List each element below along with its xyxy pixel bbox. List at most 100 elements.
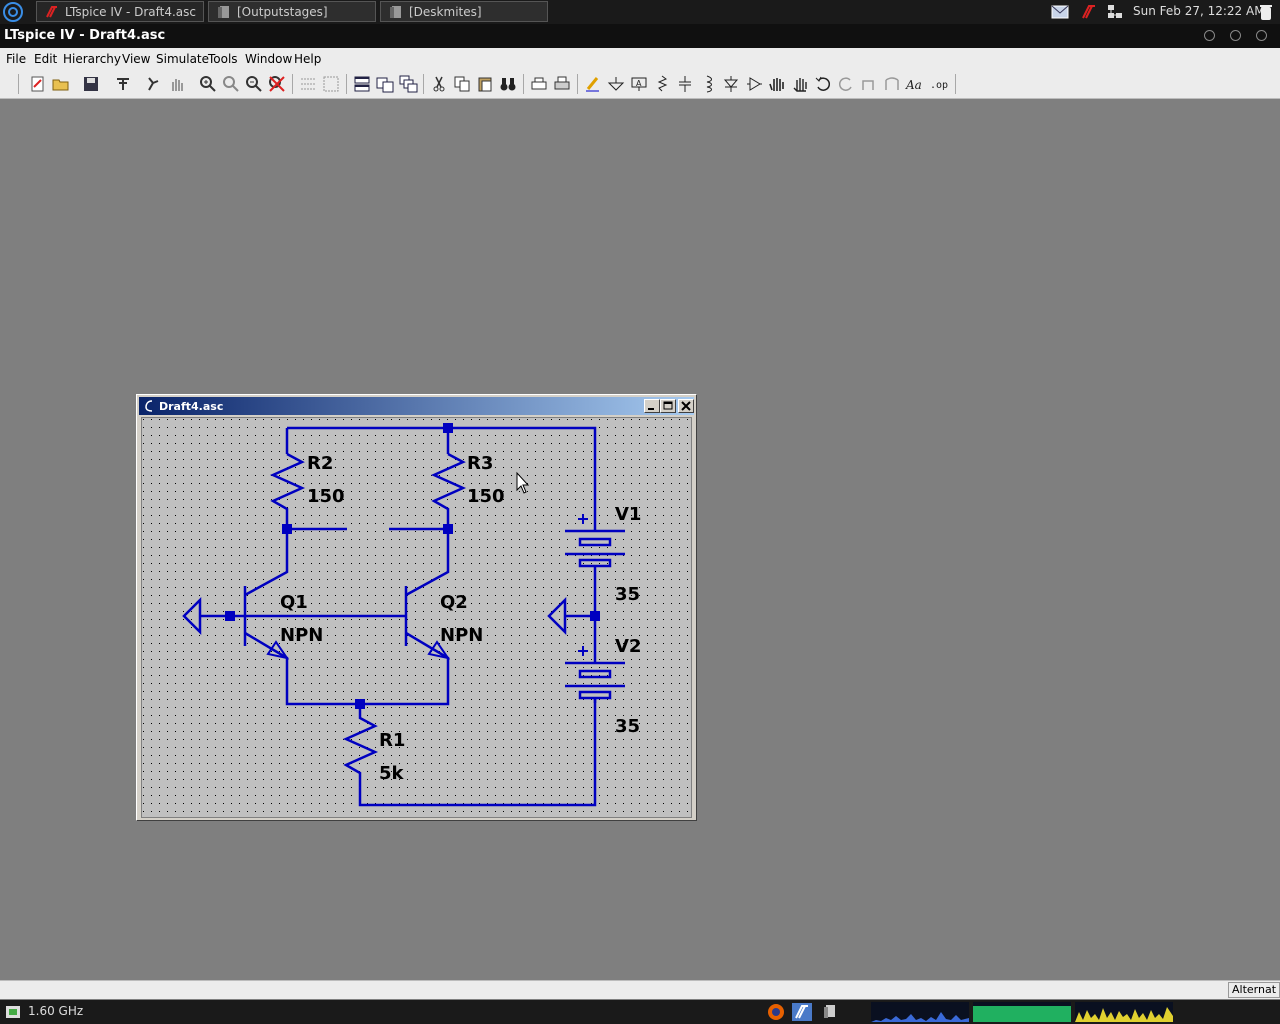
mdi-minimize-button[interactable] xyxy=(644,399,660,413)
schematic-canvas[interactable]: R2 150 R3 150 Q1 NPN Q2 NPN V1 35 V2 35 … xyxy=(141,417,692,818)
save-icon[interactable] xyxy=(81,74,101,94)
resistor-icon[interactable] xyxy=(652,74,672,94)
trash-icon[interactable] xyxy=(1256,2,1276,22)
schematic-drawing[interactable]: R2 150 R3 150 Q1 NPN Q2 NPN V1 35 V2 35 … xyxy=(142,418,691,817)
r3-name[interactable]: R3 xyxy=(467,453,493,474)
v2-value[interactable]: 35 xyxy=(615,716,640,737)
v1-name[interactable]: V1 xyxy=(615,504,641,525)
q1-name[interactable]: Q1 xyxy=(280,592,308,613)
label-net-icon[interactable]: A xyxy=(629,74,649,94)
autorange-icon[interactable] xyxy=(298,74,318,94)
control-panel-icon[interactable] xyxy=(113,74,133,94)
zoom-out-icon[interactable] xyxy=(244,74,264,94)
cut-icon[interactable] xyxy=(429,74,449,94)
r3-value[interactable]: 150 xyxy=(467,486,505,507)
r1-name[interactable]: R1 xyxy=(379,730,405,751)
grid-icon[interactable] xyxy=(321,74,341,94)
q1-model[interactable]: NPN xyxy=(280,625,323,646)
toolbar: A Aa .op xyxy=(0,70,1280,99)
memory-graph xyxy=(973,1002,1071,1022)
app-title-bar: LTspice IV - Draft4.asc xyxy=(0,24,1280,48)
mdi-maximize-button[interactable] xyxy=(660,399,676,413)
paste-icon[interactable] xyxy=(475,74,495,94)
r1-value[interactable]: 5k xyxy=(379,763,405,784)
menu-tools[interactable]: Tools xyxy=(208,52,238,66)
copy-icon[interactable] xyxy=(452,74,472,94)
tile-vertical-icon[interactable] xyxy=(375,74,395,94)
document-icon xyxy=(218,6,229,18)
schematic-window: Draft4.asc xyxy=(136,394,697,821)
schematic-title-bar[interactable]: Draft4.asc xyxy=(139,397,694,415)
zoom-area-icon[interactable] xyxy=(221,74,241,94)
cascade-icon[interactable] xyxy=(398,74,418,94)
print-icon[interactable] xyxy=(552,74,572,94)
new-schematic-icon[interactable] xyxy=(28,74,48,94)
mouse-cursor-icon xyxy=(516,471,530,494)
document-launcher-icon[interactable] xyxy=(820,1002,840,1022)
menu-simulate[interactable]: Simulate xyxy=(156,52,210,66)
r2-name[interactable]: R2 xyxy=(307,453,333,474)
mail-icon[interactable] xyxy=(1051,3,1069,21)
menu-view[interactable]: View xyxy=(122,52,151,66)
print-setup-icon[interactable] xyxy=(529,74,549,94)
inductor-icon[interactable] xyxy=(698,74,718,94)
schematic-title: Draft4.asc xyxy=(159,400,224,413)
open-folder-icon[interactable] xyxy=(51,74,71,94)
maximize-button[interactable] xyxy=(1230,30,1241,41)
system-menu-icon[interactable] xyxy=(2,1,24,23)
minimize-button[interactable] xyxy=(1204,30,1215,41)
v1-value[interactable]: 35 xyxy=(615,584,640,605)
undo-icon[interactable] xyxy=(813,74,833,94)
svg-text:.op: .op xyxy=(930,80,948,91)
task-label: LTspice IV - Draft4.asc xyxy=(65,5,196,19)
network-icon[interactable] xyxy=(1106,3,1124,21)
firefox-icon[interactable] xyxy=(766,1002,786,1022)
zoom-in-icon[interactable] xyxy=(198,74,218,94)
clock[interactable]: Sun Feb 27, 12:22 AM xyxy=(1133,4,1265,18)
toolbar-separator xyxy=(577,74,578,94)
redo-icon[interactable] xyxy=(836,74,856,94)
diode-icon[interactable] xyxy=(721,74,741,94)
toolbar-separator xyxy=(346,74,347,94)
text-icon[interactable]: Aa xyxy=(905,74,925,94)
status-mode: Alternat xyxy=(1228,982,1280,998)
spice-directive-icon[interactable]: .op xyxy=(928,74,948,94)
q2-model[interactable]: NPN xyxy=(440,625,483,646)
zoom-fit-icon[interactable] xyxy=(267,74,287,94)
ground-icon[interactable] xyxy=(606,74,626,94)
menu-edit[interactable]: Edit xyxy=(34,52,58,66)
toolbar-separator xyxy=(292,74,293,94)
task-ltspice[interactable]: LTspice IV - Draft4.asc xyxy=(36,1,204,22)
mdi-close-button[interactable] xyxy=(678,399,694,413)
toolbar-separator xyxy=(423,74,424,94)
mirror-icon[interactable] xyxy=(882,74,902,94)
menu-hierarchy[interactable]: Hierarchy xyxy=(63,52,122,66)
drag-hand-icon[interactable] xyxy=(790,74,810,94)
rotate-icon[interactable] xyxy=(859,74,879,94)
menu-help[interactable]: Help xyxy=(294,52,322,66)
r2-value[interactable]: 150 xyxy=(307,486,345,507)
v2-name[interactable]: V2 xyxy=(615,636,641,657)
ltspice-tray-icon[interactable] xyxy=(1080,3,1098,21)
capacitor-icon[interactable] xyxy=(675,74,695,94)
close-button[interactable] xyxy=(1256,30,1267,41)
menubar: File Edit Hierarchy View Simulate Tools … xyxy=(0,48,1280,70)
menu-window[interactable]: Window xyxy=(245,52,293,66)
menu-file[interactable]: File xyxy=(6,52,27,66)
move-hand-icon[interactable] xyxy=(767,74,787,94)
tile-horizontal-icon[interactable] xyxy=(352,74,372,94)
task-deskmites[interactable]: [Deskmites] xyxy=(380,1,548,22)
pan-hand-icon[interactable] xyxy=(167,74,187,94)
bottom-panel: 1.60 GHz xyxy=(0,1000,1280,1024)
task-label: [Deskmites] xyxy=(409,5,482,19)
run-icon[interactable] xyxy=(143,74,163,94)
ltspice-launcher-icon[interactable] xyxy=(791,1002,813,1022)
status-bar: Alternat xyxy=(0,980,1280,999)
task-outputstages[interactable]: [Outputstages] xyxy=(208,1,376,22)
draw-wire-icon[interactable] xyxy=(583,74,603,94)
find-binoculars-icon[interactable] xyxy=(498,74,518,94)
wires xyxy=(200,426,625,807)
network-graph xyxy=(871,1002,969,1022)
q2-name[interactable]: Q2 xyxy=(440,592,468,613)
component-icon[interactable] xyxy=(744,74,764,94)
